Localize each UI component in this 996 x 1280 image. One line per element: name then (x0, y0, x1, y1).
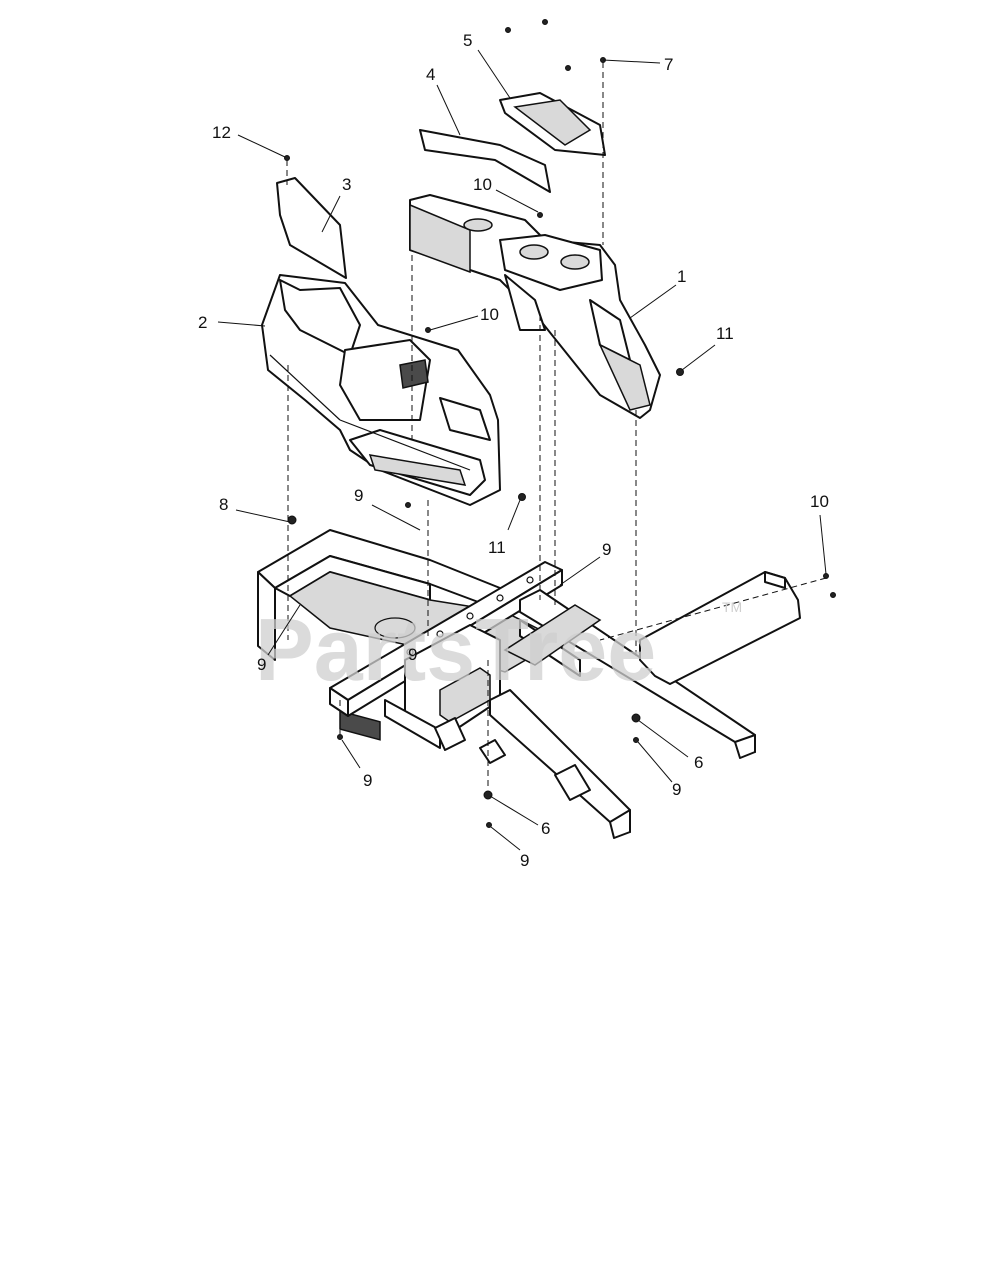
alignment-lines (286, 62, 827, 790)
callout-10: 10 (810, 492, 829, 511)
callout-8: 8 (219, 495, 228, 514)
callout-9: 9 (257, 655, 266, 674)
callout-6: 6 (694, 753, 703, 772)
callout-11: 11 (488, 538, 506, 557)
callout-7: 7 (664, 55, 673, 74)
callout-4: 4 (426, 65, 435, 84)
callout-1: 1 (677, 267, 686, 286)
frame-assembly (257, 529, 756, 839)
dash-panel-part (261, 274, 501, 506)
callout-10: 10 (473, 175, 492, 194)
callout-12: 12 (212, 123, 231, 142)
callout-labels: 1 2 3 4 5 6 6 7 8 9 9 9 9 9 9 9 10 10 10… (198, 31, 829, 870)
callout-3: 3 (342, 175, 351, 194)
callout-9: 9 (602, 540, 611, 559)
watermark-trademark: TM (722, 599, 742, 615)
callout-9: 9 (672, 780, 681, 799)
callout-9: 9 (354, 486, 363, 505)
callout-2: 2 (198, 313, 207, 332)
side-bracket-panel (639, 571, 801, 685)
watermark: PartsTree (255, 600, 656, 699)
hardware-fasteners (284, 19, 836, 828)
callout-6: 6 (541, 819, 550, 838)
callout-9: 9 (363, 771, 372, 790)
trim-panel-4 (419, 129, 551, 193)
callout-10: 10 (480, 305, 499, 324)
callout-9: 9 (408, 645, 417, 664)
trim-panel-3 (276, 177, 347, 279)
console-part (409, 194, 661, 419)
callout-9: 9 (520, 851, 529, 870)
leader-lines (217, 49, 827, 851)
callout-11: 11 (716, 324, 734, 343)
small-panel-parts (276, 92, 606, 279)
callout-5: 5 (463, 31, 472, 50)
